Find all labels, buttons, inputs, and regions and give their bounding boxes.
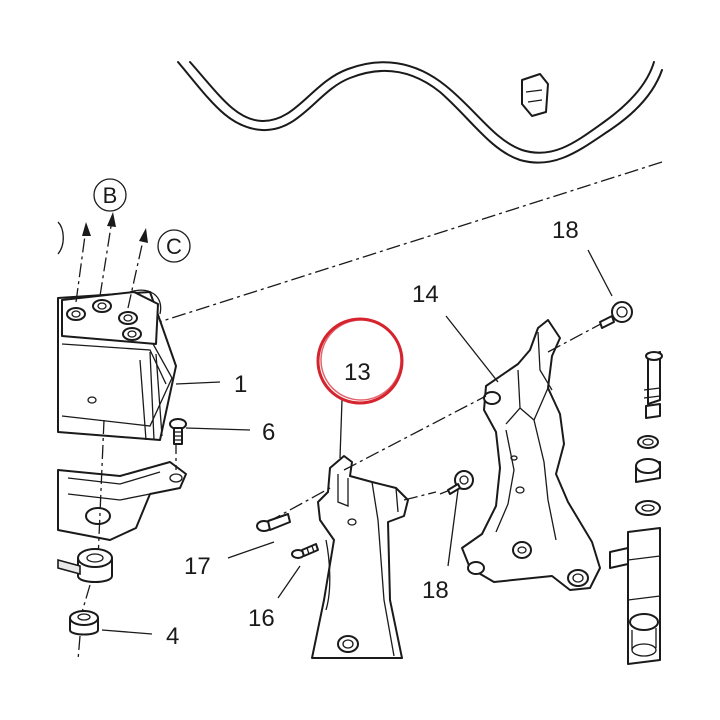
hydraulic-unit xyxy=(57,289,177,441)
callout-4: 4 xyxy=(166,623,179,650)
callout-18-top: 18 xyxy=(552,217,579,244)
alignment-line-upper-bracket xyxy=(343,395,487,471)
screw-17 xyxy=(256,513,291,532)
callout-18-bottom: 18 xyxy=(422,577,449,604)
alignment-line-mount xyxy=(81,584,91,613)
spacer-bush xyxy=(69,610,99,661)
port-arrows xyxy=(75,212,148,309)
unit-bracket xyxy=(57,461,187,541)
bolt-18-top xyxy=(599,301,633,329)
callout-17: 17 xyxy=(184,553,211,580)
highlight-ring-inner xyxy=(320,319,402,401)
callout-14: 14 xyxy=(412,281,439,308)
callout-13: 13 xyxy=(344,359,371,386)
callout-6: 6 xyxy=(262,419,275,446)
port-label-c-text: C xyxy=(166,234,182,259)
brake-pipe xyxy=(177,61,663,164)
port-label-b: B xyxy=(93,178,127,212)
highlight-circle xyxy=(316,317,404,405)
alignment-line-unit xyxy=(97,419,105,561)
callout-1: 1 xyxy=(234,371,247,398)
bracket-14 xyxy=(461,319,601,591)
leader-lines xyxy=(101,249,613,635)
bolt-6 xyxy=(169,418,187,445)
bolt-18-bottom xyxy=(447,470,474,495)
right-side-parts xyxy=(609,351,663,665)
highlight-ring-outer xyxy=(316,317,404,405)
alignment-line-top xyxy=(149,161,663,326)
port-label-b-text: B xyxy=(103,183,118,208)
callout-16: 16 xyxy=(248,605,275,632)
port-label-c: C xyxy=(157,229,191,263)
screw-16 xyxy=(291,543,319,559)
port-label-a xyxy=(57,221,64,255)
pipe-clip xyxy=(521,73,549,117)
rubber-mount xyxy=(57,548,113,583)
main-bracket-13 xyxy=(311,455,409,659)
